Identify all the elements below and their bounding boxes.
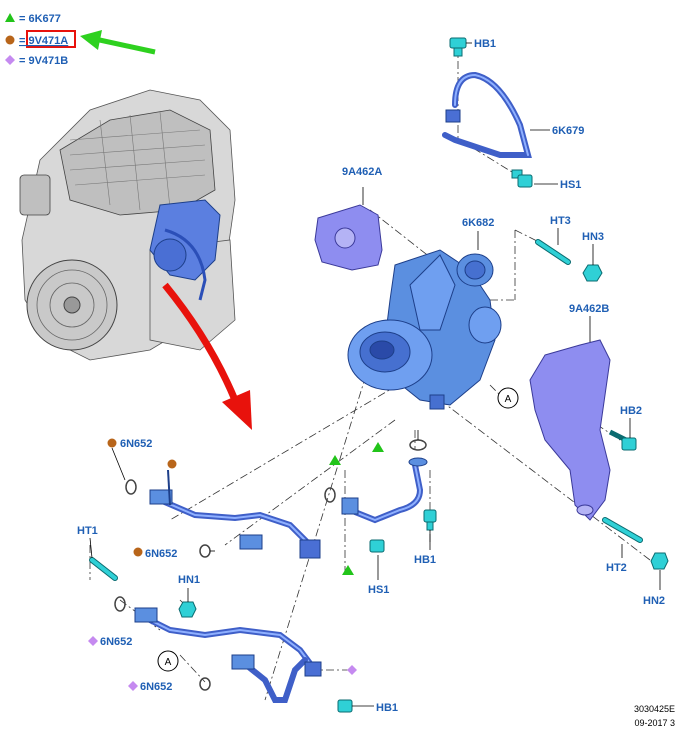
circle-icon bbox=[5, 35, 15, 45]
stud-ht2 bbox=[602, 517, 643, 543]
ref-a-label: A bbox=[505, 394, 512, 405]
label-9a462b: 9A462B bbox=[569, 303, 609, 315]
engine-illustration bbox=[19, 89, 236, 361]
highlight-box bbox=[26, 30, 76, 48]
stud-ht3 bbox=[535, 239, 571, 265]
green-arrow-icon bbox=[80, 30, 156, 55]
stud-ht1 bbox=[89, 557, 118, 581]
label-hb2: HB2 bbox=[620, 405, 642, 417]
legend-item-9v471b: = 9V471B bbox=[19, 55, 68, 67]
nut-hn1 bbox=[178, 601, 197, 618]
label-6n652-bottom: 6N652 bbox=[140, 681, 172, 693]
label-hb1-top: HB1 bbox=[474, 38, 496, 50]
oil-feed-pipe-6k679 bbox=[442, 71, 532, 158]
ref-a-label: A bbox=[165, 657, 172, 668]
label-6n652-lower: 6N652 bbox=[100, 636, 132, 648]
legend: = 6K677 = 9V471A = 9V471B bbox=[5, 13, 156, 67]
nut-hn2 bbox=[650, 552, 669, 570]
circle-icon bbox=[107, 438, 117, 448]
banjo-bolt-hs1-top bbox=[511, 169, 533, 188]
red-arrow-icon bbox=[162, 282, 252, 430]
heat-shield-9a462b bbox=[529, 339, 611, 521]
label-ht1: HT1 bbox=[77, 525, 98, 537]
label-6k679: 6K679 bbox=[552, 125, 584, 137]
legend-item-6k677: = 6K677 bbox=[19, 13, 61, 25]
part-labels: HB1 6K679 HS1 9A462A 6K682 HT3 HN3 9A462… bbox=[77, 38, 665, 714]
oring-left bbox=[324, 487, 336, 503]
triangle-icon bbox=[329, 455, 341, 465]
turbocharger-6k682 bbox=[347, 249, 502, 410]
banjo-bolt-hb1-top bbox=[449, 37, 467, 57]
footer-code: 3030425E bbox=[633, 704, 675, 714]
label-hn3: HN3 bbox=[582, 231, 604, 243]
diamond-icon bbox=[128, 681, 138, 691]
triangle-icon bbox=[372, 442, 384, 452]
bolt-hs1-mid bbox=[369, 539, 385, 553]
label-hn1: HN1 bbox=[178, 574, 200, 586]
bolt-hb1-bottom bbox=[337, 699, 353, 713]
reference-a-right: A bbox=[497, 387, 519, 409]
footer-date: 09-2017 3 bbox=[634, 718, 675, 728]
bolt-hb1-mid bbox=[423, 509, 437, 531]
label-6n652-mid: 6N652 bbox=[145, 548, 177, 560]
label-hs1-mid: HS1 bbox=[368, 584, 389, 596]
label-ht2: HT2 bbox=[606, 562, 627, 574]
legend-item-9v471a: = 9V471A bbox=[19, 35, 68, 47]
label-9a462a: 9A462A bbox=[342, 166, 382, 178]
label-hb1-mid: HB1 bbox=[414, 554, 436, 566]
sensor-harness-9v471b bbox=[134, 607, 322, 703]
label-ht3: HT3 bbox=[550, 215, 571, 227]
diamond-icon bbox=[347, 665, 357, 675]
triangle-icon bbox=[5, 13, 15, 22]
diamond-icon bbox=[88, 636, 98, 646]
bolt-hb2 bbox=[608, 429, 637, 451]
label-hs1-top: HS1 bbox=[560, 179, 581, 191]
reference-a-left: A bbox=[157, 650, 179, 672]
sensor-harness-9v471a bbox=[149, 469, 321, 559]
oring-top bbox=[409, 439, 427, 451]
label-ticks bbox=[89, 42, 661, 707]
circle-icon bbox=[133, 547, 143, 557]
diamond-icon bbox=[5, 55, 15, 65]
gasket-bottom bbox=[199, 677, 211, 691]
gasket-lower bbox=[114, 596, 126, 612]
label-6k682: 6K682 bbox=[462, 217, 494, 229]
oil-return-tube bbox=[341, 457, 428, 524]
nut-hn3 bbox=[582, 264, 603, 282]
label-6n652-top: 6N652 bbox=[120, 438, 152, 450]
label-hn2: HN2 bbox=[643, 595, 665, 607]
label-hb1-bottom: HB1 bbox=[376, 702, 398, 714]
triangle-icon bbox=[342, 565, 354, 575]
gasket-mid bbox=[199, 544, 211, 558]
gasket-top bbox=[125, 479, 137, 495]
circle-icon bbox=[167, 459, 177, 469]
